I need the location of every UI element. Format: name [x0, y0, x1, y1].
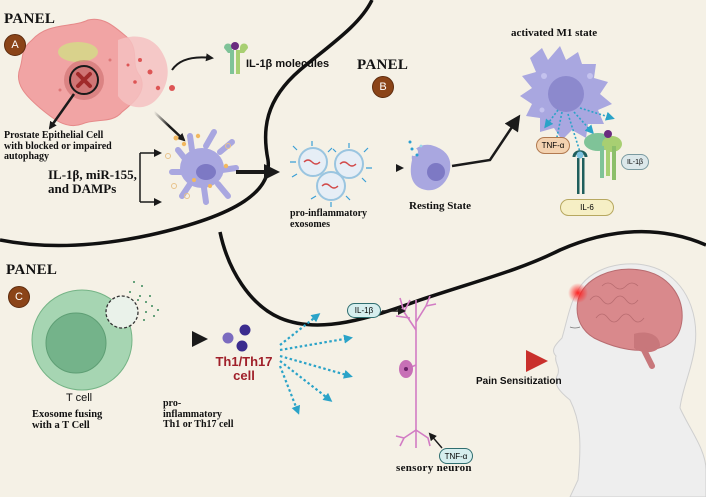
fusing-exosome	[105, 295, 139, 329]
secreted-factors-label: IL-1β, miR-155, and DAMPs	[48, 167, 137, 196]
arrow-to-activated	[451, 114, 521, 168]
resting-macrophage	[408, 140, 451, 191]
panel-c-title: PANEL	[6, 262, 58, 278]
prostate-cell-caption: Prostate Epithelial Cell with blocked or…	[4, 130, 112, 162]
panel-a-title: PANEL	[4, 11, 56, 27]
t-cell-label: T cell	[66, 392, 93, 404]
arrow-to-il1b	[171, 53, 214, 71]
il6-pill: IL-6	[560, 199, 614, 216]
activated-m1-label: activated M1 state	[511, 27, 598, 39]
th-cell-caption: pro- inflammatory Th1 or Th17 cell	[163, 398, 234, 430]
th-cell-label: Th1/Th17 cell	[215, 354, 273, 383]
human-head-brain-icon	[553, 263, 706, 497]
il1b-receptor-icon	[584, 130, 622, 180]
neuron-tnf-pill: TNF-α	[439, 448, 473, 464]
pain-sensitization-label: Pain Sensitization	[476, 376, 562, 387]
exosome	[316, 171, 346, 201]
exosomes-caption: pro-inflammatory exosomes	[290, 208, 368, 230]
il1b-molecule-icon	[224, 42, 248, 74]
arrow-tnf-to-neuron	[428, 432, 443, 449]
panel-b-title: PANEL	[357, 57, 409, 73]
sensory-neuron-label: sensory neuron	[396, 462, 472, 474]
panel-a-badge: A	[4, 34, 26, 56]
th-cells-icon	[222, 324, 251, 352]
il1b-pill: IL-1β	[621, 154, 649, 170]
exosome	[298, 147, 328, 177]
arrow-to-dendritic	[153, 111, 186, 142]
resting-state-label: Resting State	[409, 200, 472, 212]
dendritic-cell	[165, 129, 239, 205]
il6-receptor-icon	[572, 150, 588, 194]
arrow-to-caption	[48, 93, 76, 130]
divider-line-bc	[218, 229, 706, 327]
exosome-cluster	[290, 141, 372, 207]
pain-spot	[568, 283, 588, 303]
exosome	[334, 149, 364, 179]
tnf-alpha-pill: TNF-α	[536, 137, 570, 154]
neuron-il1b-pill: IL-1β	[347, 303, 381, 318]
t-cell	[31, 281, 159, 391]
panel-c-badge: C	[8, 286, 30, 308]
panel-b-badge: B	[372, 76, 394, 98]
prostate-epithelial-cell	[18, 18, 175, 126]
t-cell-caption: Exosome fusing with a T Cell	[32, 409, 103, 432]
activated-m1-macrophage	[520, 46, 612, 140]
il1b-molecules-label: IL-1β molecules	[246, 58, 330, 70]
cytokine-spread-arrows	[278, 313, 353, 415]
